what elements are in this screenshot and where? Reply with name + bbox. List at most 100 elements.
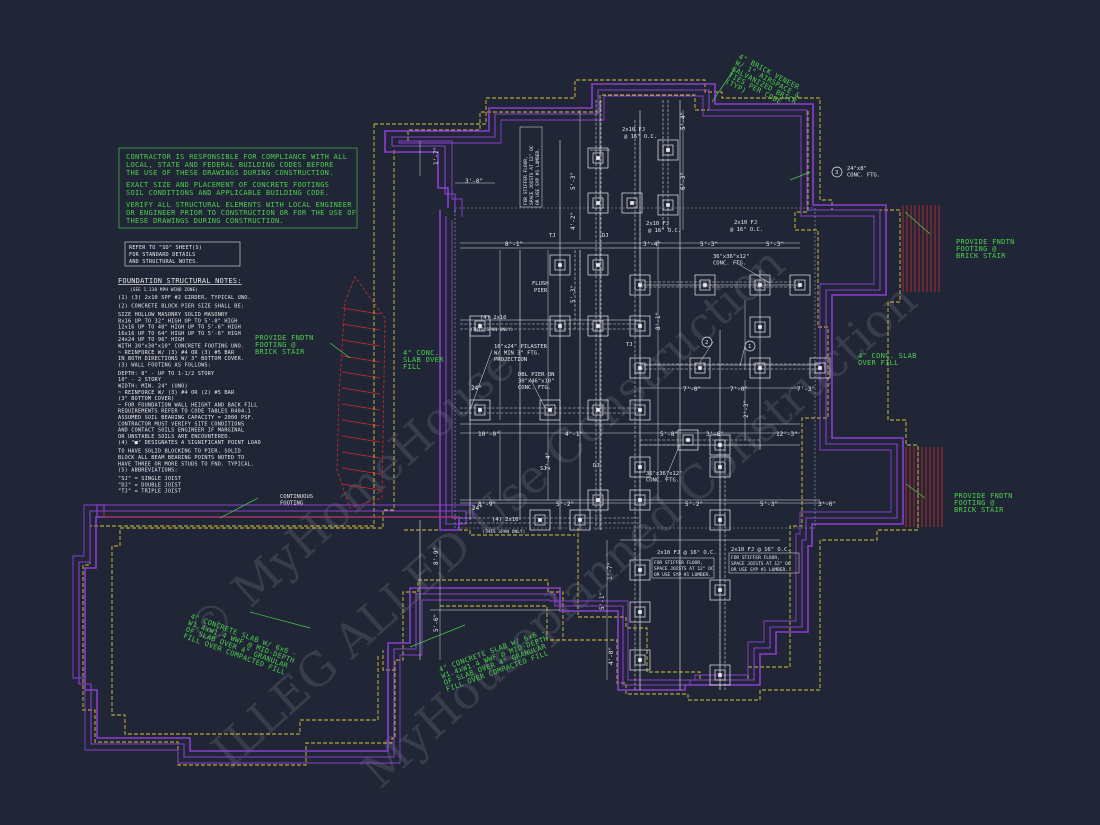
stair-note-line: FOOTING @ — [956, 245, 997, 253]
pier-point-load — [718, 465, 722, 469]
joist-label: (4) 2x10 — [492, 517, 519, 523]
pier-footing — [587, 399, 609, 421]
slab-note-line: OVER FILL — [858, 359, 899, 367]
structural-note-line: "TJ" = TRIPLE JOIST — [118, 489, 181, 495]
joist-label: (4) 2x10 — [480, 315, 507, 321]
dimension: 5'-3" — [570, 172, 577, 190]
dimension: 5'-3" — [760, 501, 778, 508]
structural-note-line: WIDTH: MIN. 24" (UNO) — [118, 384, 188, 390]
pier — [554, 320, 566, 332]
dbl-pier-line: DBL PIER ON — [518, 372, 554, 378]
general-notes: CONTRACTOR IS RESPONSIBLE FOR COMPLIANCE… — [118, 147, 358, 229]
pier — [474, 404, 486, 416]
stiffer-floor-note-right: FOR STIFFER FLOOR,SPACE JOISTS AT 12" OC… — [728, 552, 800, 574]
pier-point-load — [758, 325, 762, 329]
slab-note-line: FILL — [403, 363, 421, 371]
joist-label: @ 16" O.C. — [624, 134, 657, 140]
joist-label: PIER — [534, 288, 548, 294]
structural-note-line: 16x16 UP TO 64" HIGH UP TO 5'-6" HIGH — [118, 331, 241, 337]
pier-point-load — [666, 203, 670, 207]
stair-tread — [341, 387, 381, 395]
dimension: 5'-2" — [556, 501, 574, 508]
pier-footing — [689, 357, 711, 379]
stiffer-note-line: FOR STIFFER FLOOR, — [523, 156, 529, 205]
pier-point-load — [596, 498, 600, 502]
pier — [592, 152, 604, 164]
joist-label: (THIS SPAN ONLY) — [482, 529, 525, 535]
pier-point-load — [478, 408, 482, 412]
pier — [592, 197, 604, 209]
stair-note-line: PROVIDE FNDTN — [255, 334, 314, 342]
dimension: 4'-2" — [570, 212, 577, 230]
pier — [474, 320, 486, 332]
pier — [754, 321, 766, 333]
pier-footing — [549, 254, 571, 276]
pier — [699, 279, 711, 291]
pier — [592, 494, 604, 506]
pier-point-load — [666, 148, 670, 152]
dimension: 24" — [471, 385, 482, 392]
stiffer-floor-note-left: FOR STIFFER FLOOR,SPACE JOISTS AT 12" OC… — [651, 557, 715, 579]
dimension: 3'-0" — [818, 501, 836, 508]
stair-note-line: PROVIDE FNDTN — [954, 492, 1013, 500]
stiffer-note-line: FOR STIFFER FLOOR, — [731, 555, 780, 561]
structural-note-line: 8x16 UP TO 32" HIGH UP TO 5'-0" HIGH — [118, 318, 238, 324]
joist-label: 2x10 FJ — [646, 221, 669, 227]
ftg-line: CONC. FTG. — [847, 173, 880, 179]
stiffer-note-line: OR USE SYP #1 LUMBER. — [731, 567, 788, 573]
dimension: 8'-9" — [478, 501, 496, 508]
pier-point-load — [758, 366, 762, 370]
conc-ftg-callout: 24"x8"CONC. FTG. — [847, 166, 880, 179]
structural-note-line: ~ REINFORCE W/ (3) #4 OR (2) #5 BAR — [118, 390, 235, 396]
dimension: 12'-3" — [776, 431, 798, 438]
dimension: 8'-1" — [655, 312, 662, 330]
structural-note-line: 10" - 2 STORY — [118, 377, 162, 383]
dimension: 3'-6" — [706, 431, 724, 438]
structural-note-line: IN BOTH DIRECTIONS W/ 3" BOTTOM COVER. — [118, 356, 244, 362]
stair-tread — [341, 339, 381, 347]
dimension: 10'-0" — [478, 431, 500, 438]
joist-label: TJ — [626, 342, 633, 348]
pier-footing — [629, 559, 651, 581]
dimension: 4'-0" — [608, 647, 615, 665]
pier-point-load — [548, 408, 552, 412]
dimension: 5'-3" — [570, 285, 577, 303]
dimension: 7'-0" — [730, 386, 748, 393]
structural-note-line: (2) CONCRETE BLOCK PIER SIZE SHALL BE: — [118, 304, 244, 310]
joist-label: DJ — [602, 233, 609, 239]
structural-note-line: CONTRACTOR MUST VERIFY SITE CONDITIONS — [118, 421, 244, 427]
structural-note-line: 24x24 UP TO 96" HIGH — [118, 337, 184, 343]
pier-footing — [677, 429, 699, 451]
stair-tread — [341, 435, 381, 443]
tag-1: 1 — [748, 344, 751, 350]
general-note-line: EXACT SIZE AND PLACEMENT OF CONCRETE FOO… — [126, 181, 329, 189]
dimension: 24" — [472, 505, 483, 512]
ftg-line: 24"x8" — [847, 166, 867, 172]
pier-footing — [629, 357, 651, 379]
joist-label: 2x10 FJ @ 16" O.C. — [731, 547, 791, 553]
pier-point-load — [758, 283, 762, 287]
slab-note-line: 4" CONC. SLAB — [858, 352, 917, 360]
pier-point-load — [638, 283, 642, 287]
pier-footing — [587, 147, 609, 169]
right-brick-stair-top — [902, 205, 940, 292]
pier-point-load — [538, 518, 542, 522]
structural-note-line: "DJ" = DOUBLE JOIST — [118, 482, 181, 488]
dimension: 5'-1" — [599, 592, 606, 610]
dbl-pier-line: 30"x46"x10" — [518, 379, 554, 385]
structural-notes-subtitle: (SEE 1.130 MPH WIND ZONE) — [130, 287, 198, 292]
pier-point-load — [558, 263, 562, 267]
dimension: 5'-3" — [700, 241, 718, 248]
pier-point-load — [718, 673, 722, 677]
tag-circles — [701, 166, 843, 352]
pier-point-load — [630, 201, 634, 205]
dimension-lines — [419, 110, 830, 680]
pier-point-load — [638, 498, 642, 502]
right-brick-stair-bottom — [905, 447, 943, 527]
pier-footing — [709, 509, 731, 531]
